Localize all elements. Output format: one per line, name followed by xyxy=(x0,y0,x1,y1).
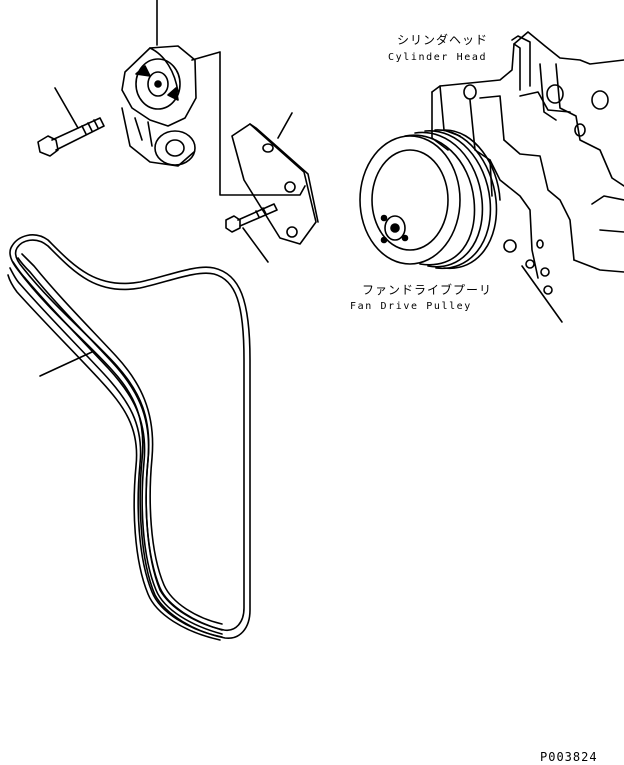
fan-drive-pulley-label-jp: ファンドライブプーリ xyxy=(362,283,493,297)
fan-drive-pulley xyxy=(359,129,501,270)
leader-lines xyxy=(39,0,563,377)
cylinder-head-label-en: Cylinder Head xyxy=(388,52,488,63)
figure-code: P003824 xyxy=(540,750,598,764)
fan-drive-pulley-label-en: Fan Drive Pulley xyxy=(350,301,472,312)
bolt xyxy=(37,117,105,157)
screw xyxy=(225,203,278,233)
cylinder-head-label-jp: シリンダヘッド xyxy=(397,33,489,47)
v-ribbed-belt xyxy=(7,234,251,641)
belt-tensioner xyxy=(121,45,197,167)
cylinder-head xyxy=(431,31,624,295)
mounting-bracket xyxy=(231,123,319,245)
